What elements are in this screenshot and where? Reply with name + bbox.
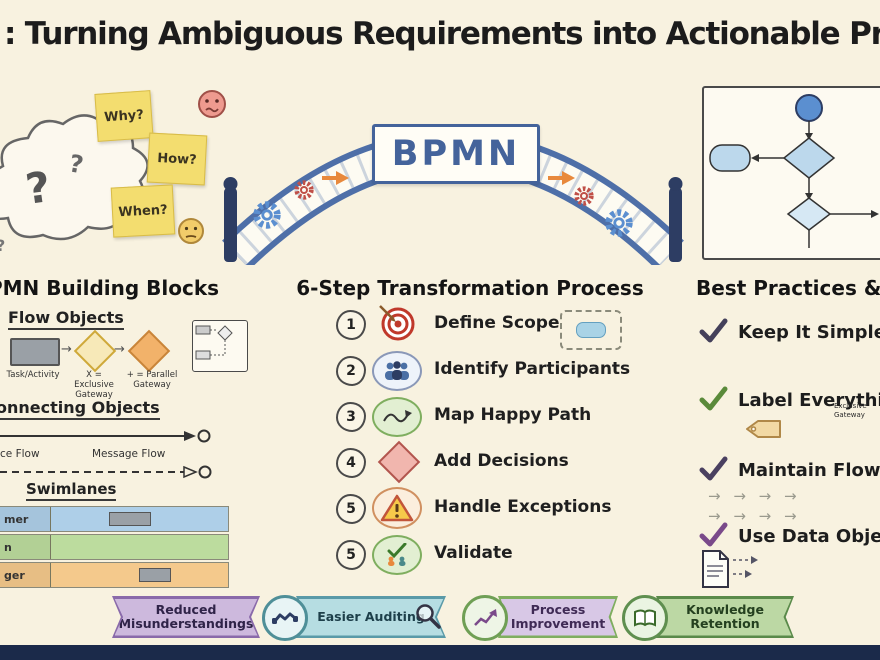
flowchart-panel [702,86,880,260]
flow-direction-arrows: → → → →→ → → → [708,487,801,526]
benefit-ribbon: Reduced Misunderstandings [112,596,260,638]
task-shape [10,338,60,366]
task-shape [109,512,151,526]
page-title: : Turning Ambiguous Requirements into Ac… [4,16,880,52]
magnifier-icon [416,604,441,629]
scope-dashed-box [560,310,622,350]
task-shape [139,568,171,582]
connecting-objects-heading: onnecting Objects [0,398,160,420]
flowchart-sketch [709,94,879,248]
bottom-letterbox-bar [0,645,880,660]
step-label: Map Happy Path [434,405,592,425]
document-icon [702,550,758,588]
check-icon [699,522,728,547]
decision-diamond-icon [377,440,421,484]
best-practice-label: Use Data Objects [738,526,880,547]
step-label: Handle Exceptions [434,497,612,517]
check-icon [699,386,728,411]
swimlane-label: ger [0,563,51,587]
step-label: Identify Participants [434,359,631,379]
book-icon [634,609,656,627]
exclusive-gateway-shape [73,329,117,373]
task-label: Task/Activity [6,370,60,380]
message-flow-label: Message Flow [92,448,166,460]
sequence-flow-arrow [0,429,211,443]
participants-icon-frame [372,351,422,391]
step-number: 4 [336,448,366,478]
best-practice-label: Keep It Simple [738,322,880,343]
people-icon [385,361,409,380]
parallel-gateway-shape [127,329,171,373]
best-practices-heading: Best Practices & [696,276,880,300]
gear-icon [574,186,594,206]
arrow-right-icon [548,171,575,185]
bridge-sign: BPMN [372,124,540,184]
swimlane-customer: mer [0,506,229,532]
steps-section-heading: 6-Step Transformation Process [296,276,644,300]
tag-note: Exclusive Gateway [834,402,867,419]
growth-chart-icon [474,609,497,626]
step-label: Validate [434,543,513,563]
arrow-right-icon: → [61,342,72,357]
mini-flowchart-icon [195,325,233,360]
message-flow-arrow [0,465,212,479]
step-number: 2 [336,356,366,386]
swimlane-label: mer [0,507,51,531]
arrow-right-icon [322,171,349,185]
benefit-ribbon: Process Improvement [498,596,618,638]
validate-icon-frame [372,535,422,575]
gear-icon [605,209,633,237]
tag-icon [746,420,781,438]
step-label: Define Scope [434,313,560,333]
gear-icon [294,180,314,200]
exceptions-icon-frame [372,487,422,529]
best-practice-label: Label Everything [738,390,880,411]
happy-path-icon-frame [372,397,422,437]
left-section-heading: PMN Building Blocks [0,276,220,300]
svg-text:?: ? [0,236,5,255]
step-number: 1 [336,310,366,340]
step-number: 5 [336,494,366,524]
task-pill-shape [576,322,606,338]
sticky-note-why: Why? [94,90,154,142]
benefit-ribbon: Knowledge Retention [656,596,794,638]
step-number: 5 [336,540,366,570]
book-badge [622,595,668,641]
target-icon [379,305,415,341]
swimlane-middle: n [0,534,229,560]
step-label: Add Decisions [434,451,569,471]
squiggle-arrow-icon [383,410,412,423]
swimlane-manager: ger [0,562,229,588]
thinking-face-icon [178,218,204,244]
arrow-right-icon: → [114,342,125,357]
gear-icon [253,201,281,229]
parallel-gateway-label: + = Parallel Gateway [126,370,178,391]
swimlane-label: n [0,535,51,559]
flow-objects-heading: Flow Objects [8,308,124,330]
svg-text:?: ? [67,149,86,179]
benefit-label: Knowledge Retention [658,598,792,636]
handshake-badge [262,595,308,641]
check-icon [699,318,728,343]
sticky-note-how: How? [146,132,208,186]
swimlanes-heading: Swimlanes [26,480,117,501]
sticky-note-when: When? [110,184,176,238]
sequence-flow-label: ce Flow [0,448,40,460]
check-icon [699,456,728,481]
step-number: 3 [336,402,366,432]
handshake-icon [272,612,298,624]
warning-triangle-icon [380,494,414,522]
mini-diagram-sketch [192,320,248,372]
exclusive-gateway-label: X = Exclusive Gateway [74,370,114,401]
benefit-label: Process Improvement [500,598,616,636]
chart-badge [462,595,508,641]
validate-check-icon [387,543,407,566]
best-practice-label: Maintain Flow Dir [738,460,880,481]
confused-face-icon [198,90,226,118]
benefit-label: Reduced Misunderstandings [114,598,258,636]
